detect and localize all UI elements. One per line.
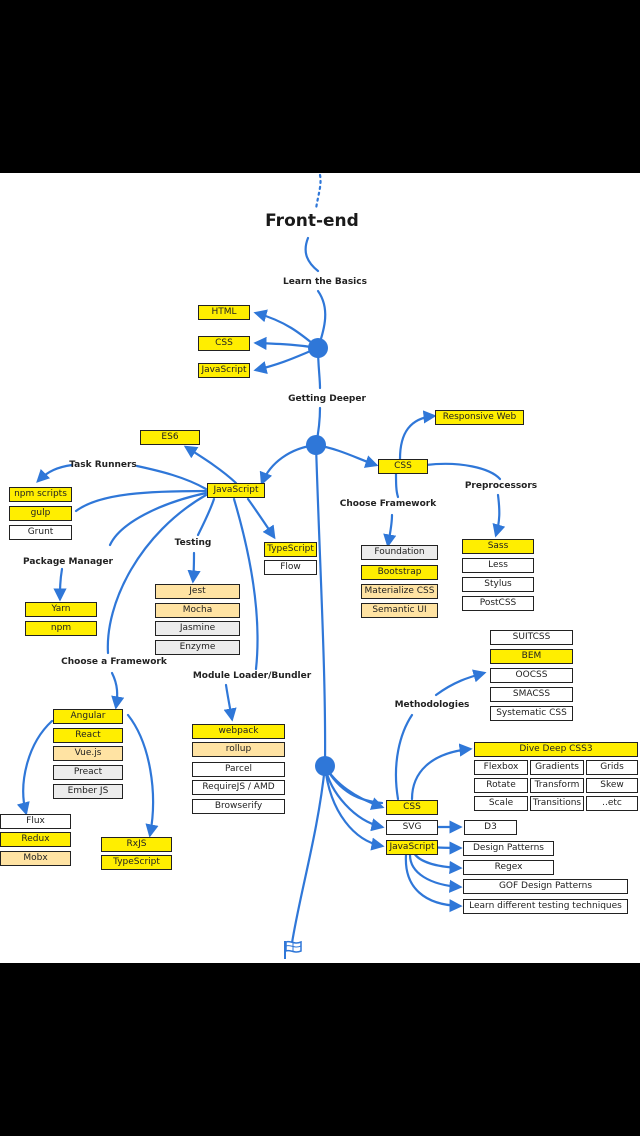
box-typescript[interactable]: TypeScript: [264, 542, 317, 557]
box-less[interactable]: Less: [462, 558, 534, 573]
box-angular[interactable]: Angular: [53, 709, 123, 724]
box-foundation[interactable]: Foundation: [361, 545, 438, 560]
box-suitcss[interactable]: SUITCSS: [490, 630, 573, 645]
label-package-manager: Package Manager: [23, 557, 113, 567]
box-design-patterns[interactable]: Design Patterns: [463, 841, 554, 856]
node-basics: [308, 338, 328, 358]
box-css-deeper[interactable]: CSS: [378, 459, 428, 474]
box-transform[interactable]: Transform: [530, 778, 584, 793]
box-responsive-web[interactable]: Responsive Web: [435, 410, 524, 425]
box-jasmine[interactable]: Jasmine: [155, 621, 240, 636]
box-smacss[interactable]: SMACSS: [490, 687, 573, 702]
box-svg[interactable]: SVG: [386, 820, 438, 835]
box-npm[interactable]: npm: [25, 621, 97, 636]
box-webpack[interactable]: webpack: [192, 724, 285, 739]
box-npm-scripts[interactable]: npm scripts: [9, 487, 72, 502]
box-parcel[interactable]: Parcel: [192, 762, 285, 777]
page-title: Front-end: [265, 211, 359, 231]
box-postcss[interactable]: PostCSS: [462, 596, 534, 611]
box-grids[interactable]: Grids: [586, 760, 638, 775]
box-css-basic[interactable]: CSS: [198, 336, 250, 351]
box-rotate[interactable]: Rotate: [474, 778, 528, 793]
box-javascript[interactable]: JavaScript: [207, 483, 265, 498]
box-es6[interactable]: ES6: [140, 430, 200, 445]
box-semantic-ui[interactable]: Semantic UI: [361, 603, 438, 618]
box-d3[interactable]: D3: [464, 820, 517, 835]
finish-flag-icon: [284, 940, 302, 959]
box-systematic-css[interactable]: Systematic CSS: [490, 706, 573, 721]
box-emberjs[interactable]: Ember JS: [53, 784, 123, 799]
box-grunt[interactable]: Grunt: [9, 525, 72, 540]
box-gof[interactable]: GOF Design Patterns: [463, 879, 628, 894]
box-requirejs[interactable]: RequireJS / AMD: [192, 780, 285, 795]
label-getting-deeper: Getting Deeper: [288, 394, 366, 404]
box-flux[interactable]: Flux: [0, 814, 71, 829]
box-materialize[interactable]: Materialize CSS: [361, 584, 438, 599]
dotted-lead-in: [314, 173, 322, 211]
label-methodologies: Methodologies: [394, 700, 470, 710]
box-html[interactable]: HTML: [198, 305, 250, 320]
label-module-loader: Module Loader/Bundler: [192, 671, 312, 681]
box-jest[interactable]: Jest: [155, 584, 240, 599]
box-gulp[interactable]: gulp: [9, 506, 72, 521]
box-sass[interactable]: Sass: [462, 539, 534, 554]
box-transitions[interactable]: Transitions: [530, 796, 584, 811]
box-flexbox[interactable]: Flexbox: [474, 760, 528, 775]
box-rxjs[interactable]: RxJS: [101, 837, 172, 852]
box-regex[interactable]: Regex: [463, 860, 554, 875]
box-typescript-2[interactable]: TypeScript: [101, 855, 172, 870]
label-learn-basics: Learn the Basics: [283, 277, 367, 287]
box-gradients[interactable]: Gradients: [530, 760, 584, 775]
box-flow[interactable]: Flow: [264, 560, 317, 575]
box-bootstrap[interactable]: Bootstrap: [361, 565, 438, 580]
box-redux[interactable]: Redux: [0, 832, 71, 847]
box-browserify[interactable]: Browserify: [192, 799, 285, 814]
label-testing: Testing: [174, 538, 212, 548]
box-mocha[interactable]: Mocha: [155, 603, 240, 618]
box-js-final[interactable]: JavaScript: [386, 840, 438, 855]
box-etc[interactable]: ..etc: [586, 796, 638, 811]
box-css-final[interactable]: CSS: [386, 800, 438, 815]
box-enzyme[interactable]: Enzyme: [155, 640, 240, 655]
box-preact[interactable]: Preact: [53, 765, 123, 780]
box-bem[interactable]: BEM: [490, 649, 573, 664]
node-deeper: [306, 435, 326, 455]
label-choose-framework-css: Choose Framework: [339, 499, 437, 509]
box-mobx[interactable]: Mobx: [0, 851, 71, 866]
roadmap-canvas: Front-end Learn the Basics Getting Deepe…: [0, 173, 640, 963]
box-oocss[interactable]: OOCSS: [490, 668, 573, 683]
box-skew[interactable]: Skew: [586, 778, 638, 793]
label-preprocessors: Preprocessors: [464, 481, 538, 491]
box-yarn[interactable]: Yarn: [25, 602, 97, 617]
label-choose-framework-js: Choose a Framework: [61, 657, 167, 667]
node-final: [315, 756, 335, 776]
box-js-basic[interactable]: JavaScript: [198, 363, 250, 378]
box-scale[interactable]: Scale: [474, 796, 528, 811]
label-task-runners: Task Runners: [69, 460, 137, 470]
box-dive-deep[interactable]: Dive Deep CSS3: [474, 742, 638, 757]
box-rollup[interactable]: rollup: [192, 742, 285, 757]
box-vuejs[interactable]: Vue.js: [53, 746, 123, 761]
box-stylus[interactable]: Stylus: [462, 577, 534, 592]
box-testing-techniques[interactable]: Learn different testing techniques: [463, 899, 628, 914]
box-react[interactable]: React: [53, 728, 123, 743]
